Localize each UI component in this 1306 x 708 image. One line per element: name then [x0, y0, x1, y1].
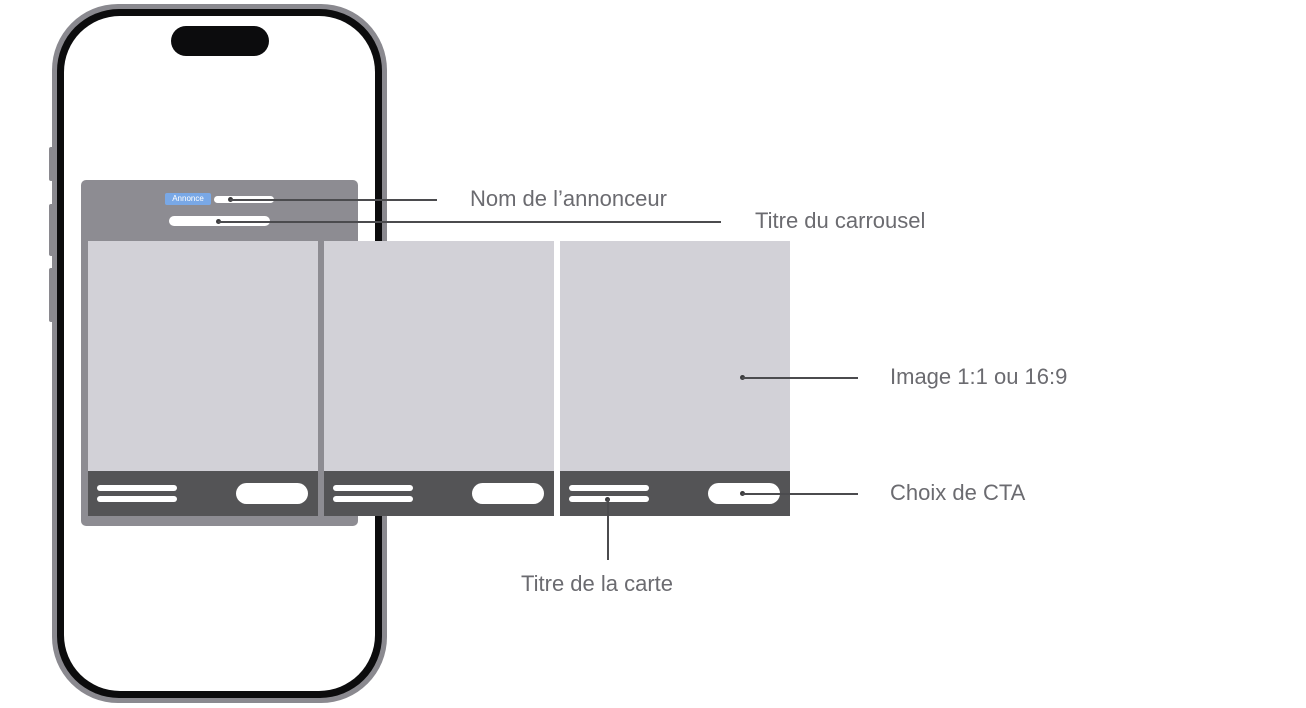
ad-badge: Annonce [165, 193, 211, 205]
card-image [88, 241, 318, 471]
card-image [560, 241, 790, 471]
card-title-leader-line [607, 499, 609, 560]
carousel-title-label: Titre du carrousel [755, 208, 926, 233]
image-format-label: Image 1:1 ou 16:9 [890, 364, 1068, 389]
card-title-line-1 [569, 485, 649, 491]
card-title-line-1 [333, 485, 413, 491]
card-title-line-2 [333, 496, 413, 502]
cta-button[interactable] [472, 483, 544, 504]
carousel-card-3[interactable] [560, 241, 790, 516]
carousel-title-leader-line [218, 221, 721, 223]
carousel-card-2[interactable] [324, 241, 554, 516]
card-title-label: Titre de la carte [521, 571, 674, 596]
cta-button[interactable] [236, 483, 308, 504]
advertiser-name-leader-line [230, 199, 437, 201]
card-image [324, 241, 554, 471]
cta-choice-label: Choix de CTA [890, 480, 1026, 505]
card-footer [324, 471, 554, 516]
advertiser-name-label: Nom de l’annonceur [470, 186, 667, 211]
dynamic-island [171, 26, 269, 56]
volume-up-button [49, 204, 54, 256]
card-footer [88, 471, 318, 516]
carousel-card-1[interactable] [88, 241, 318, 516]
cta-leader-line [742, 493, 858, 495]
volume-down-button [49, 268, 54, 322]
card-title-line-2 [97, 496, 177, 502]
action-button [49, 147, 54, 181]
card-title-line-1 [97, 485, 177, 491]
image-leader-line [742, 377, 858, 379]
